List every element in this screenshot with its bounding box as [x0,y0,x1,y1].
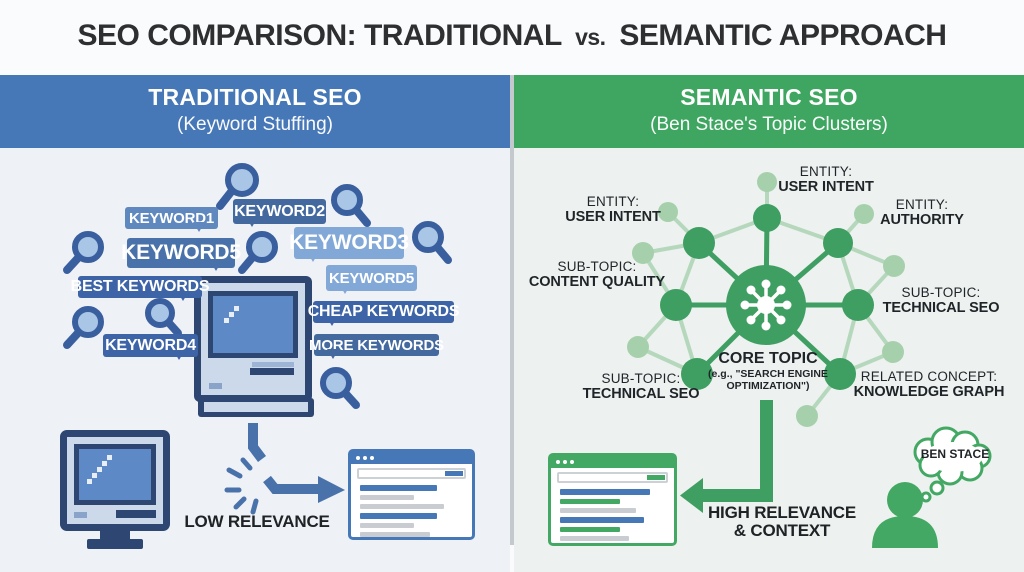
cluster-dark-nodes [660,204,874,390]
core-topic-example-line2: OPTIMIZATION") [726,380,810,393]
semantic-subheading: (Ben Stace's Topic Clusters) [650,114,888,135]
window-dot-icon [370,456,374,460]
core-topic-hub-icon [726,265,806,345]
label-kind: ENTITY: [586,194,640,209]
keyword-bubble: KEYWORD3 [289,227,409,262]
subtopic-content-quality-label: SUB-TOPIC: CONTENT QUALITY [512,259,682,291]
high-relevance-line1: HIGH RELEVANCE [707,503,856,522]
magnifier-icon [216,163,259,210]
browser-titlebar [551,456,674,468]
browser-titlebar [351,452,472,464]
subtopic-technical-seo-bottom-label: SUB-TOPIC: TECHNICAL SEO [556,371,726,403]
magnifier-icon [331,184,371,227]
result-line [560,489,651,495]
label-kind: SUB-TOPIC: [901,285,981,300]
result-line [560,536,630,541]
entity-user-intent-top-label: ENTITY: USER INTENT [741,164,911,196]
semantic-heading: SEMANTIC SEO [680,84,858,110]
title-right: SEMANTIC APPROACH [619,19,947,52]
magnifier-icon [412,221,452,264]
semantic-seo-header: SEMANTIC SEO (Ben Stace's Topic Clusters… [514,75,1024,148]
search-results [351,479,472,537]
window-dot-icon [563,460,567,464]
label-kind: SUB-TOPIC: [557,259,637,274]
subtopic-technical-seo-right-label: SUB-TOPIC: TECHNICAL SEO [856,285,1024,317]
label-value: AUTHORITY [880,211,964,228]
result-line [360,485,438,491]
impact-burst-icon [224,457,259,515]
high-relevance-arrow-icon [680,400,773,513]
keyword-bubble: CHEAP KEYWORDS [308,301,459,326]
result-line [360,532,431,537]
result-line [360,523,414,528]
label-value: USER INTENT [778,178,874,195]
result-line [360,504,445,509]
entity-authority-label: ENTITY: AUTHORITY [837,197,1007,229]
keyword-bubble: KEYWORD5 [121,238,241,271]
traditional-seo-header: TRADITIONAL SEO (Keyword Stuffing) [0,75,510,148]
keyword-bubble: KEYWORD4 [103,334,198,360]
cluster-light-nodes [627,172,905,427]
retro-computer-icon [194,276,314,417]
ben-stace-thought-label: BEN STACE [920,447,990,461]
topic-cluster-graph [627,172,992,548]
serp-window-semantic [548,453,677,546]
core-topic-title: CORE TOPIC [718,350,818,367]
core-topic-label: CORE TOPIC (e.g., "SEARCH ENGINE OPTIMIZ… [683,350,853,393]
label-value: CONTENT QUALITY [528,273,666,290]
keyword-bubble: KEYWORD2 [233,199,326,227]
result-line [360,513,438,519]
window-dot-icon [363,456,367,460]
result-line [560,508,636,513]
label-value: TECHNICAL SEO [582,385,700,402]
search-button [647,475,665,480]
magnifier-icon [145,298,182,337]
label-kind: SUB-TOPIC: [601,371,681,386]
traditional-heading: TRADITIONAL SEO [148,84,362,110]
label-kind: ENTITY: [799,164,853,179]
traditional-graphics [60,163,452,549]
label-value: TECHNICAL SEO [882,299,1000,316]
result-line [560,527,620,532]
serp-window-traditional [348,449,475,540]
core-topic-example-line1: (e.g., "SEARCH ENGINE [708,368,828,381]
result-line [360,495,414,500]
label-kind: ENTITY: [895,197,949,212]
panel-divider [510,75,514,545]
person-icon [872,482,938,548]
search-results [551,483,674,541]
keyword-bubble: MORE KEYWORDS [309,334,444,359]
result-line [560,499,620,504]
window-dot-icon [556,460,560,464]
label-value: USER INTENT [565,208,661,225]
result-line [560,517,644,523]
high-relevance-line2: & CONTEXT [733,520,831,540]
broken-arrow-icon [224,423,345,515]
high-relevance-label: HIGH RELEVANCE & CONTEXT [697,504,867,540]
keyword-bubble: KEYWORD5 [326,265,417,294]
page-title: SEO COMPARISON: TRADITIONAL vs. SEMANTIC… [0,19,1024,53]
search-bar [557,472,668,483]
title-vs: vs. [575,24,606,50]
window-dot-icon [570,460,574,464]
related-concept-knowledge-graph-label: RELATED CONCEPT: KNOWLEDGE GRAPH [839,369,1019,401]
crt-monitor-icon [60,430,170,549]
traditional-subheading: (Keyword Stuffing) [177,114,333,135]
label-value: KNOWLEDGE GRAPH [853,383,1005,400]
entity-user-intent-left-label: ENTITY: USER INTENT [528,194,698,226]
magnifier-icon [63,306,104,349]
low-relevance-label: LOW RELEVANCE [184,512,330,531]
magnifier-icon [320,367,360,409]
thought-bubble-icon [913,426,992,503]
label-kind: RELATED CONCEPT: [860,369,998,384]
keyword-bubble: BEST KEYWORDS [71,276,210,301]
window-dot-icon [356,456,360,460]
title-left: SEO COMPARISON: TRADITIONAL [77,19,562,52]
magnifier-icon [238,231,278,274]
keyword-bubble: KEYWORD1 [125,207,218,232]
search-button [445,471,463,476]
magnifier-icon [63,231,104,274]
search-bar [357,468,466,479]
